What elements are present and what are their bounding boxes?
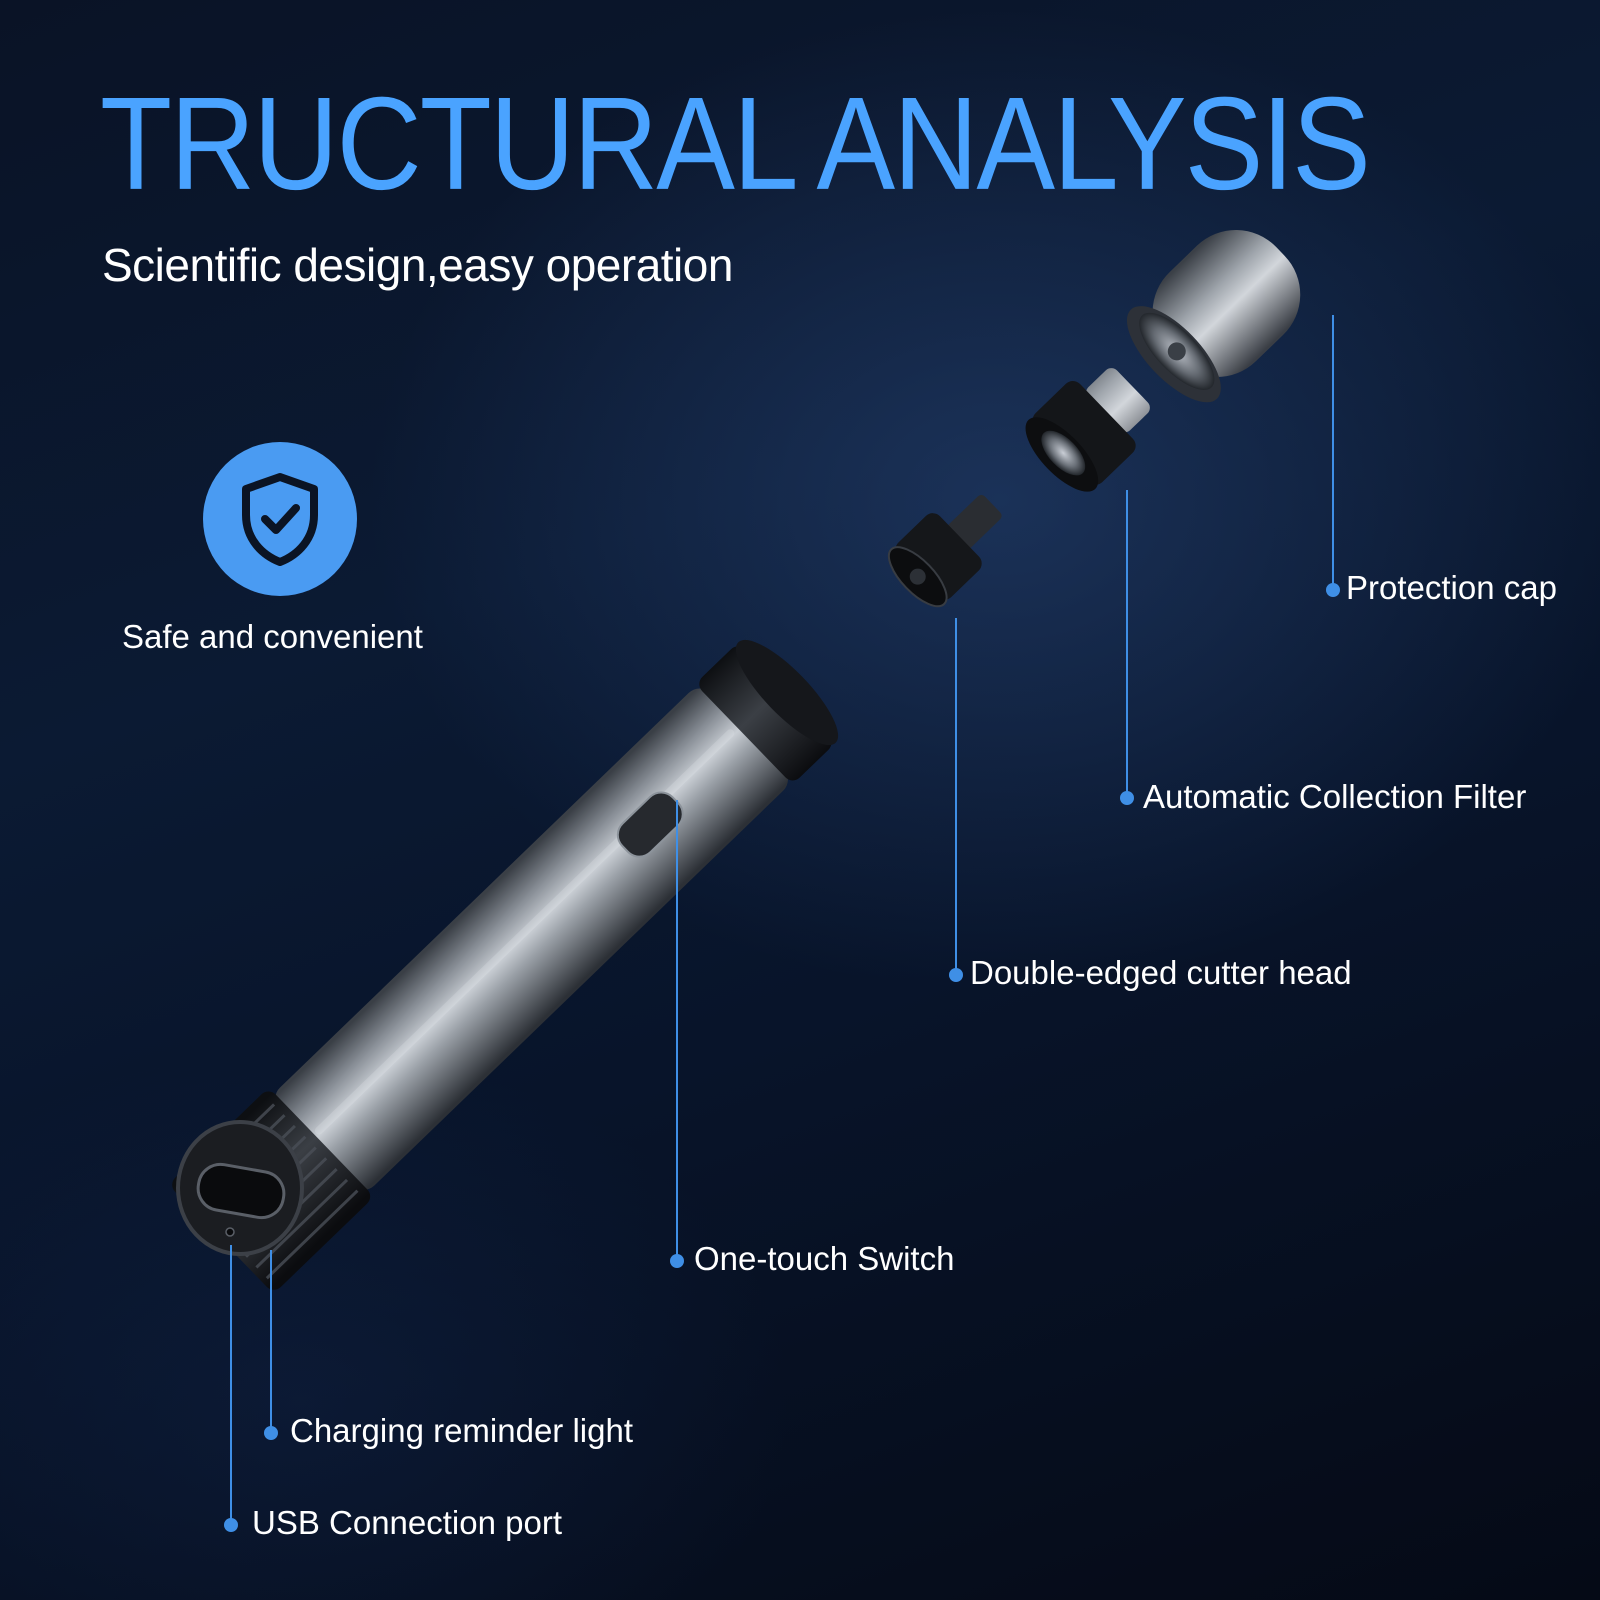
callout-charging-light: Charging reminder light xyxy=(290,1412,634,1449)
callout-one-touch-switch: One-touch Switch xyxy=(694,1240,955,1277)
cutter-head xyxy=(887,494,1002,608)
safety-badge-label: Safe and convenient xyxy=(122,618,423,655)
callout-lines xyxy=(224,315,1340,1532)
collection-filter xyxy=(1025,368,1150,492)
page-title: TRUCTURAL ANALYSIS xyxy=(100,70,1371,218)
protection-cap xyxy=(1126,229,1301,403)
callout-collection-filter: Automatic Collection Filter xyxy=(1143,778,1527,815)
safety-badge xyxy=(203,442,357,596)
page-subtitle: Scientific design,easy operation xyxy=(102,239,733,291)
callout-usb-port: USB Connection port xyxy=(252,1504,563,1541)
callout-protection-cap: Protection cap xyxy=(1346,569,1557,606)
callout-cutter-head: Double-edged cutter head xyxy=(970,954,1352,991)
bottom-end-face xyxy=(176,1120,304,1256)
shield-check-icon xyxy=(242,473,318,566)
